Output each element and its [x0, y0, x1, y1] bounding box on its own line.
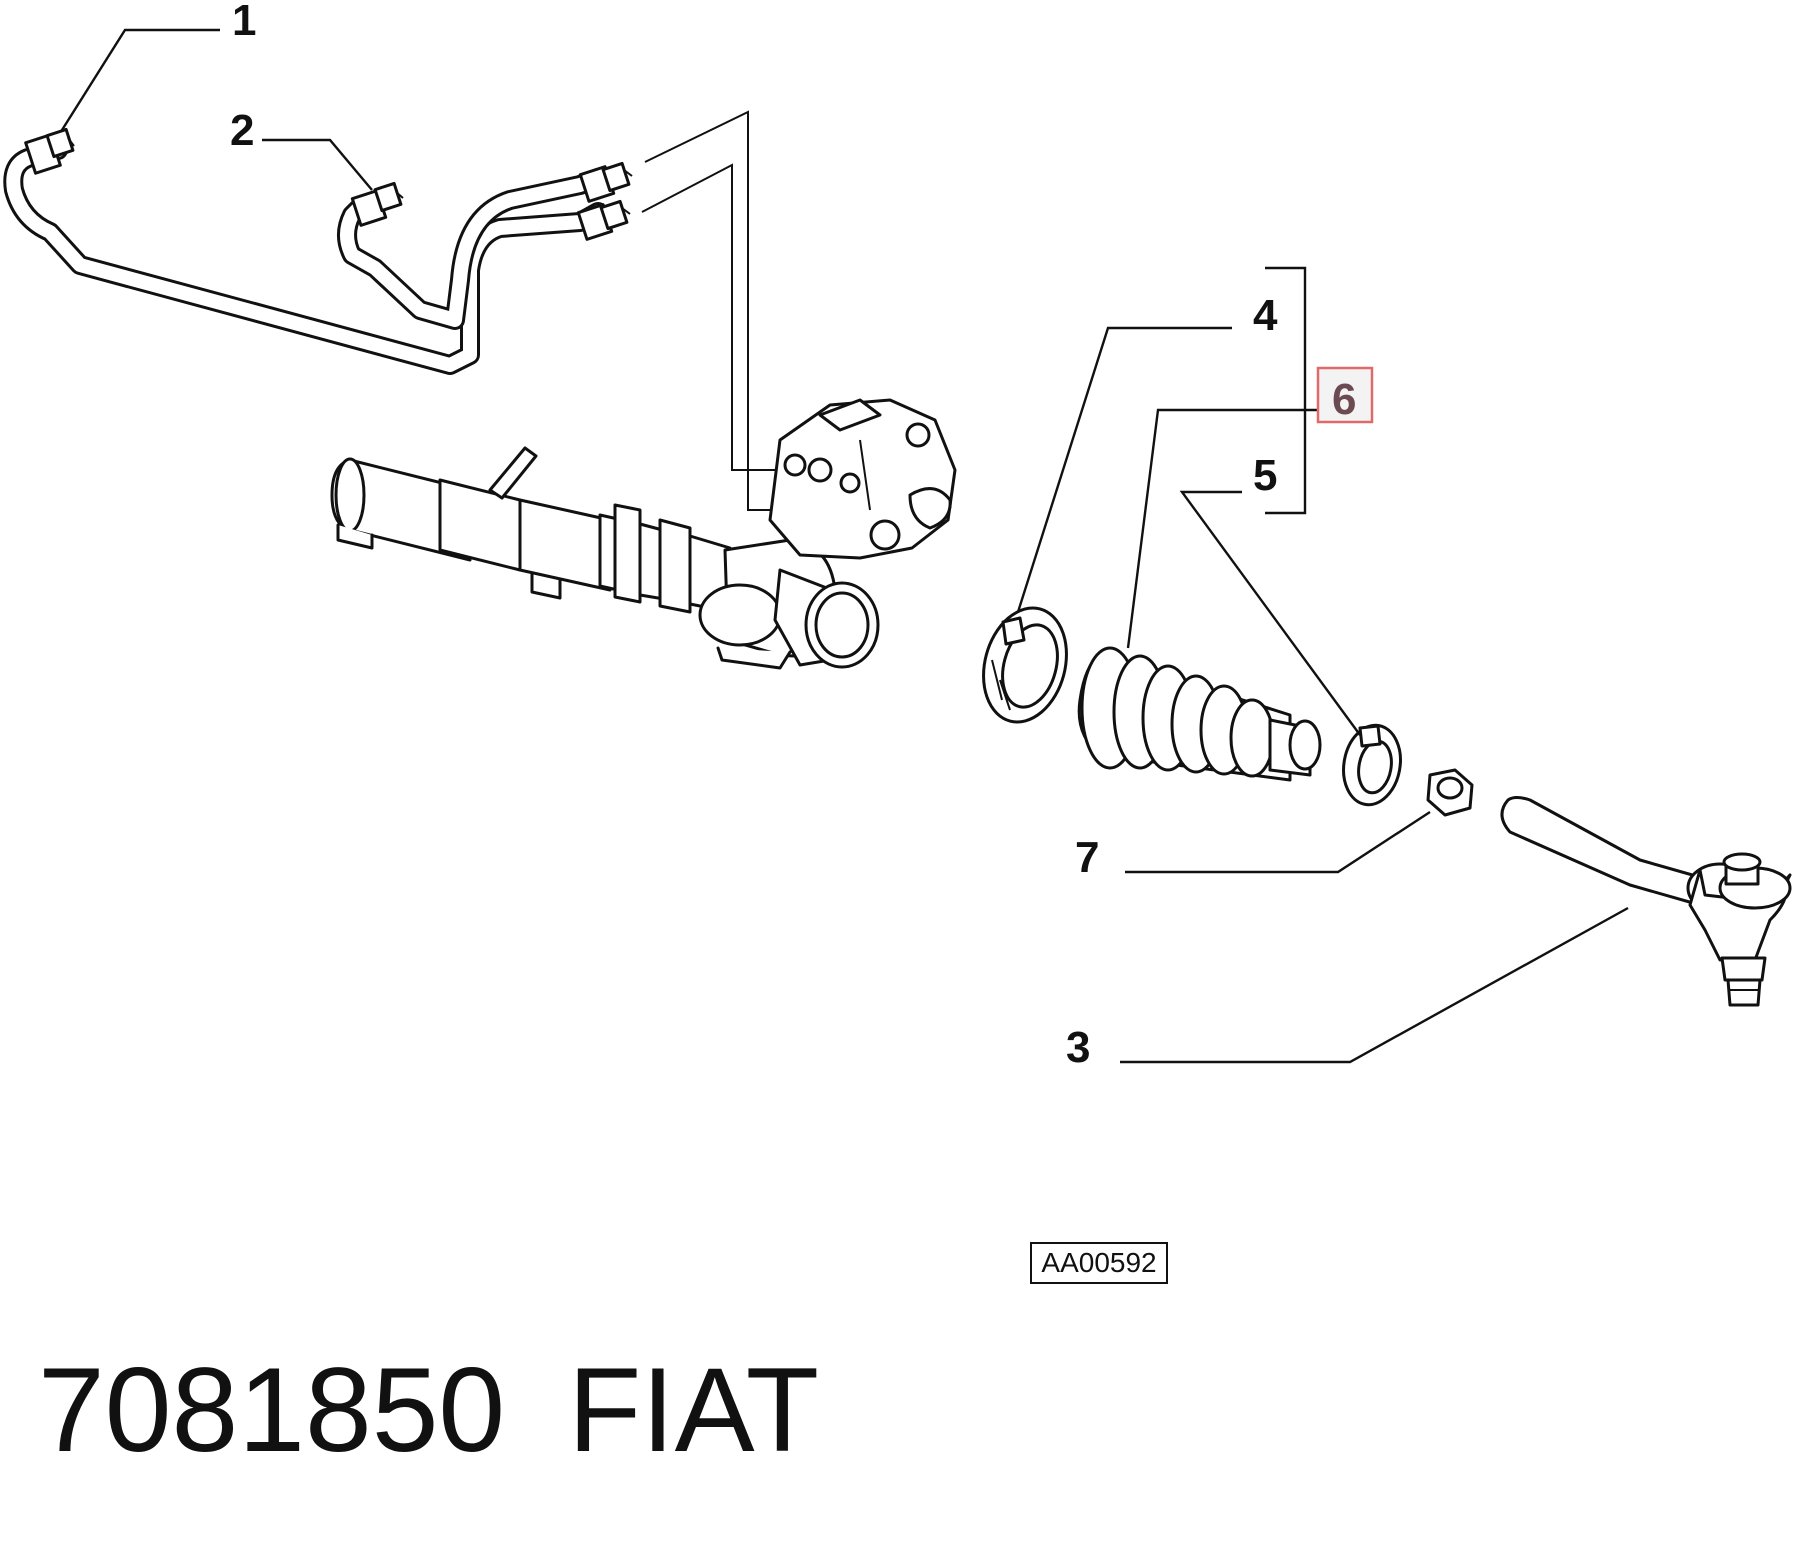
leader-line-2: [262, 138, 373, 191]
brand-name: FIAT: [568, 1343, 820, 1477]
boot-clamp-4: [982, 606, 1068, 724]
part-number: 7081850: [38, 1343, 506, 1477]
callout-3: 3: [1066, 1023, 1090, 1072]
hydraulic-pipe-1: [3, 140, 608, 375]
hydraulic-pipe-2: [337, 168, 608, 330]
leader-line-1: [60, 28, 220, 131]
callout-2: 2: [230, 106, 254, 155]
pipe-connection-leaders: [641, 110, 790, 511]
callout-7: 7: [1075, 833, 1099, 882]
callout-4: 4: [1253, 291, 1278, 340]
leader-line-6: [1126, 408, 1318, 649]
pipe-1-fitting-nut: [24, 127, 75, 175]
callout-6: 6: [1332, 375, 1356, 424]
leader-line-7: [1125, 810, 1431, 874]
callout-1: 1: [232, 0, 256, 45]
callout-6-highlight-box: [1316, 366, 1374, 424]
rubber-bellows-boot-5: [1077, 646, 1322, 782]
group-bracket-4-5: [1265, 266, 1307, 515]
pinion-cylinder: [773, 568, 880, 669]
steering-rack-housing: [330, 446, 837, 670]
small-boot-clamp-6: [1342, 723, 1402, 807]
callout-5: 5: [1253, 451, 1277, 500]
lock-nut-7: [1426, 768, 1474, 817]
tie-rod-end-3: [1500, 796, 1792, 1007]
pipe-lower-end-nut: [576, 199, 631, 241]
steering-valve-body: [768, 398, 957, 560]
pipe-upper-end-nut: [578, 161, 633, 203]
leader-line-3: [1120, 906, 1629, 1064]
leader-line-5: [1179, 490, 1361, 736]
leader-line-4: [1016, 326, 1232, 613]
pipe-2-fitting-nut: [350, 181, 404, 227]
diagram-reference-code: AA00592: [1030, 1242, 1168, 1284]
